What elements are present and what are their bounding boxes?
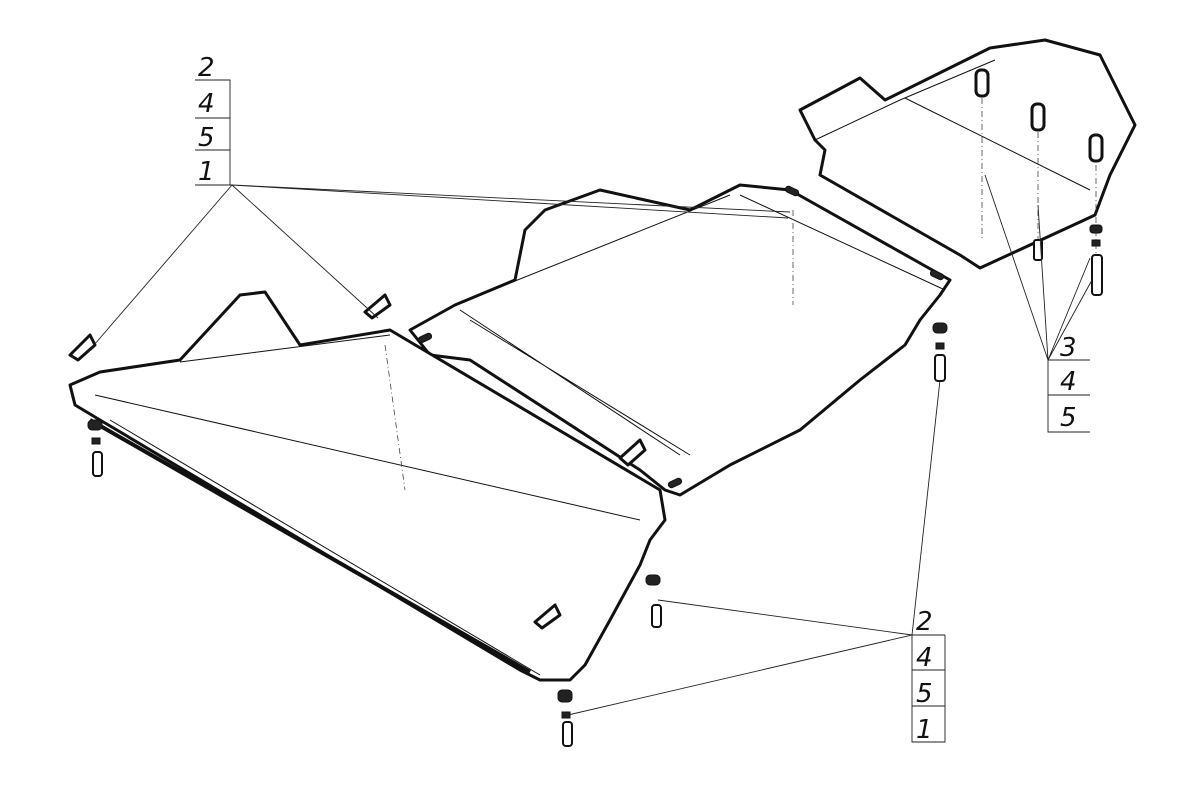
callout-top-left: 2 4 5 1 [198, 53, 215, 187]
callout-item: 2 [198, 53, 215, 83]
front-skid-plate [68, 290, 667, 747]
callout-item: 1 [916, 715, 933, 745]
callout-item: 5 [198, 123, 215, 153]
callout-item: 5 [916, 679, 933, 709]
callout-right: 3 4 5 [1060, 333, 1077, 433]
callout-bottom-right: 2 4 5 1 [916, 607, 933, 745]
callout-item: 2 [916, 607, 933, 637]
callout-item: 4 [198, 89, 215, 119]
callout-item: 5 [1060, 403, 1077, 433]
leader-lines [87, 79, 1093, 743]
callout-item: 3 [1060, 333, 1077, 363]
callout-item: 1 [198, 157, 215, 187]
callout-item: 4 [916, 643, 933, 673]
standoff-bolts [974, 68, 1104, 163]
middle-skid-plate [408, 183, 952, 497]
callout-item: 4 [1060, 367, 1077, 397]
rear-skid-plate [798, 38, 1137, 296]
brackets [68, 293, 647, 630]
